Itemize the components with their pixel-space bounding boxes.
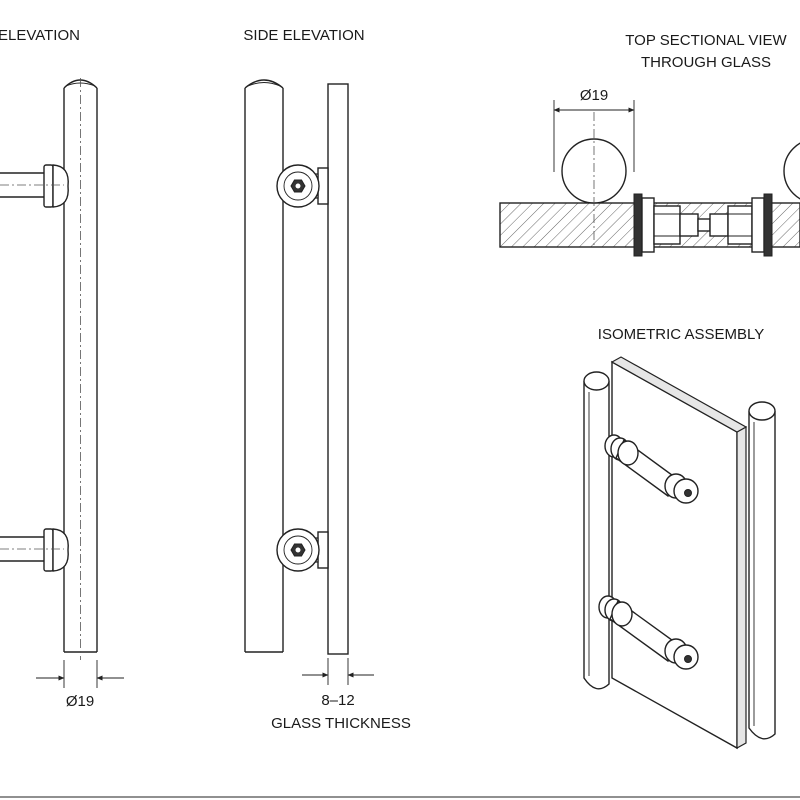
top-diameter-label: Ø19 bbox=[580, 87, 608, 104]
standoff-icon bbox=[276, 528, 329, 572]
standoff-icon bbox=[633, 193, 773, 257]
top-section-title-line2: THROUGH GLASS bbox=[641, 54, 771, 71]
dimension-arrow-icon bbox=[553, 100, 635, 172]
bar-handle-icon bbox=[748, 401, 776, 740]
bar-handle-icon bbox=[63, 78, 98, 660]
bar-handle-icon bbox=[244, 79, 284, 653]
front-diameter-label: Ø19 bbox=[66, 693, 94, 710]
glass-panel-icon bbox=[327, 83, 349, 655]
standoff-icon bbox=[276, 164, 329, 208]
dimension-arrow-icon bbox=[36, 660, 124, 688]
standoff-icon bbox=[598, 595, 699, 670]
glass-thickness-label: GLASS THICKNESS bbox=[271, 715, 411, 732]
standoff-icon bbox=[604, 434, 699, 504]
bar-handle-icon bbox=[583, 371, 610, 690]
standoff-icon bbox=[0, 528, 69, 572]
isometric-title: ISOMETRIC ASSEMBLY bbox=[598, 326, 764, 343]
front-elevation-title: ELEVATION bbox=[0, 27, 80, 44]
standoff-icon bbox=[0, 164, 69, 208]
isometric-view bbox=[583, 356, 776, 750]
top-section-view: Ø19 bbox=[499, 87, 800, 257]
top-section-title-line1: TOP SECTIONAL VIEW bbox=[625, 32, 787, 49]
front-elevation-view: Ø19 bbox=[0, 78, 124, 710]
bar-section-right bbox=[783, 142, 800, 200]
dimension-arrow-icon bbox=[302, 658, 374, 685]
hex-socket-icon bbox=[684, 489, 692, 497]
side-elevation-view: 8–12 GLASS THICKNESS bbox=[244, 79, 411, 732]
glass-panel-icon bbox=[610, 356, 748, 750]
hex-socket-icon bbox=[684, 655, 692, 663]
side-elevation-title: SIDE ELEVATION bbox=[243, 27, 364, 44]
glass-thickness-range: 8–12 bbox=[321, 692, 354, 709]
